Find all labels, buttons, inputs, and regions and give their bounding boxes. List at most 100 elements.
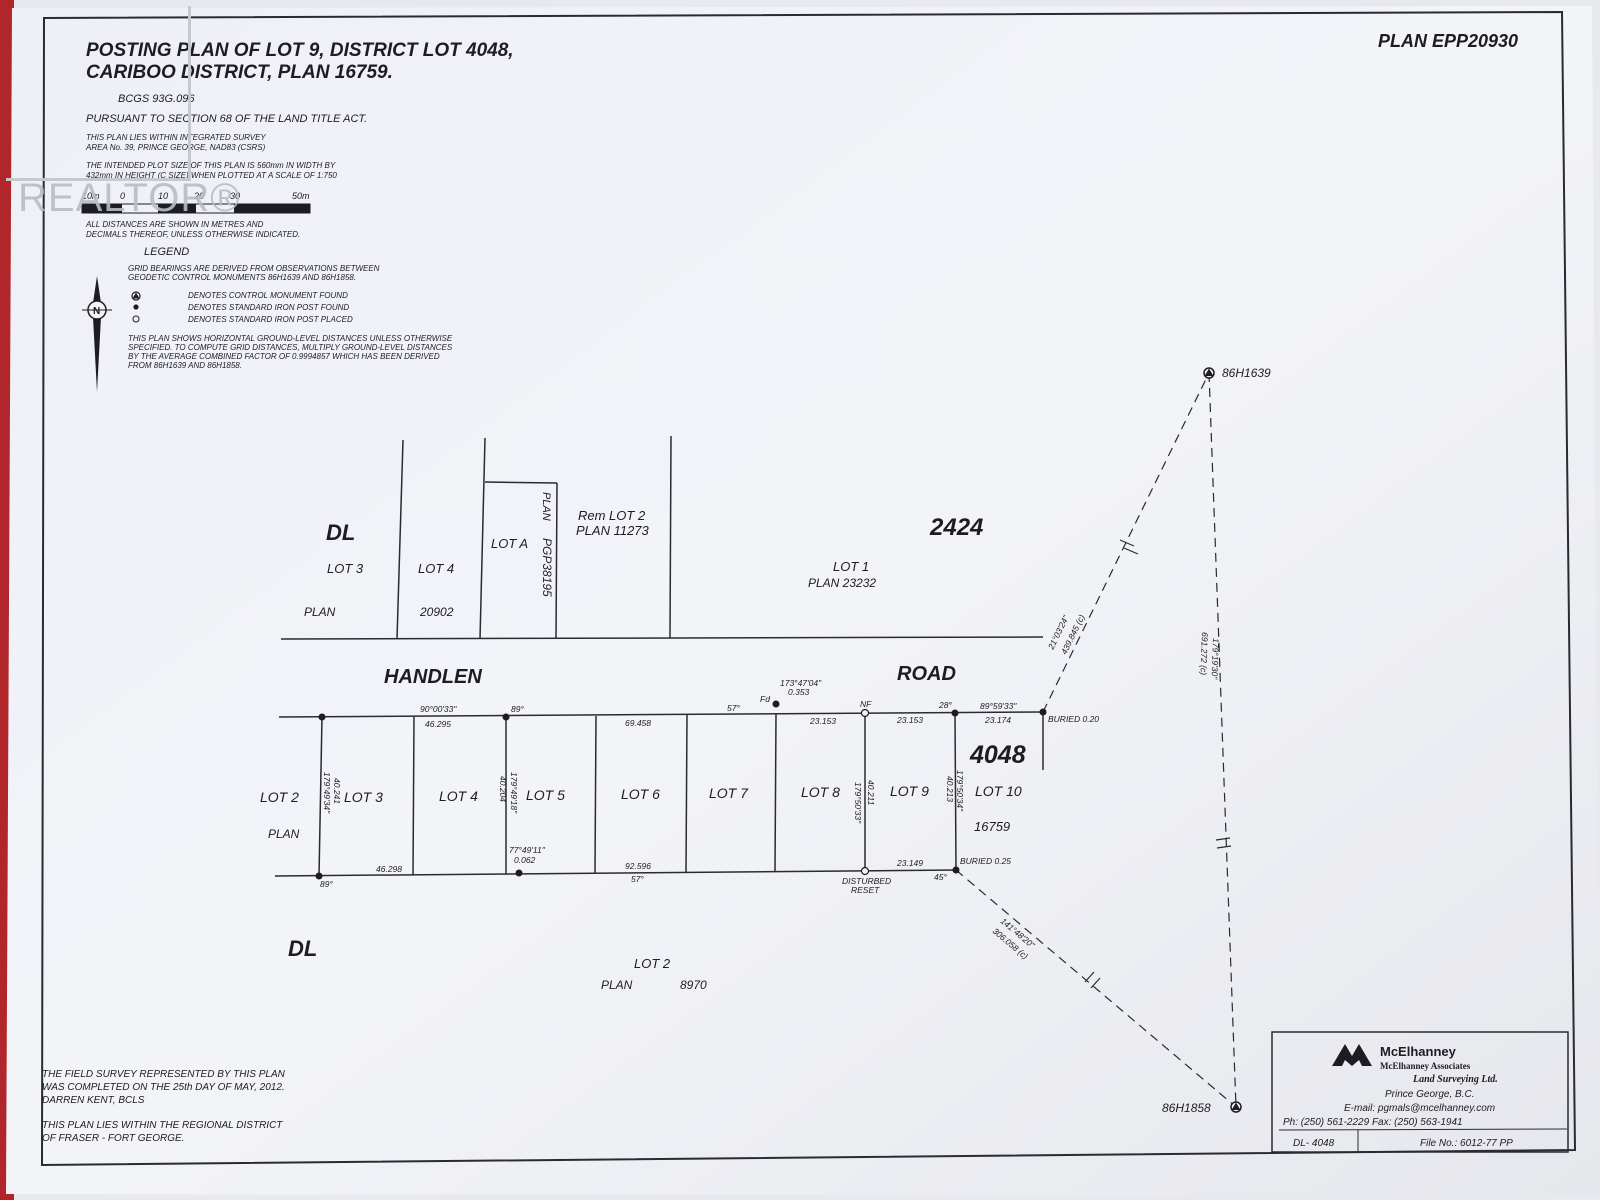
parcel-label: LOT 1 bbox=[833, 559, 869, 574]
plan-border bbox=[40, 10, 1577, 1167]
iron-post-found-icon bbox=[133, 304, 139, 310]
integrated-survey-note-2: AREA No. 39, PRINCE GEORGE, NAD83 (CSRS) bbox=[85, 143, 266, 152]
dimension: 23.149 bbox=[896, 858, 923, 868]
survey-note-1: THE FIELD SURVEY REPRESENTED BY THIS PLA… bbox=[42, 1069, 286, 1080]
parcel-label: PLAN 23232 bbox=[808, 576, 876, 590]
lot-label: LOT 3 bbox=[344, 789, 383, 805]
dimension: 69.458 bbox=[625, 718, 651, 728]
lot-label: LOT 5 bbox=[526, 787, 565, 803]
pursuant-note: PURSUANT TO SECTION 68 OF THE LAND TITLE… bbox=[86, 113, 367, 125]
dimension: 57° bbox=[727, 703, 740, 713]
dimension: 89° bbox=[511, 704, 524, 714]
lot-label: LOT 9 bbox=[890, 783, 929, 799]
lot-label: LOT 7 bbox=[709, 785, 749, 801]
realtor-watermark: REALTOR® bbox=[18, 176, 241, 220]
parcel-label: LOT 3 bbox=[327, 561, 364, 576]
dimension: 179°19'30" bbox=[1210, 638, 1221, 680]
plan-title-line2: CARIBOO DISTRICT, PLAN 16759. bbox=[86, 62, 393, 83]
district-lot-label: DL bbox=[288, 936, 317, 961]
iron-post-placed-icon bbox=[860, 866, 870, 876]
distance-note-4: FROM 86H1639 AND 86H1858. bbox=[128, 361, 242, 370]
district-note-1: THIS PLAN LIES WITHIN THE REGIONAL DISTR… bbox=[42, 1120, 283, 1131]
dimension: 179°50'34" bbox=[955, 770, 965, 812]
iron-post-found-icon bbox=[502, 713, 510, 721]
lot-label: PLAN bbox=[268, 827, 300, 841]
parcel-label: LOT A bbox=[491, 536, 528, 551]
survey-note-2: WAS COMPLETED ON THE 25th DAY OF MAY, 20… bbox=[42, 1082, 285, 1093]
dimension: 28° bbox=[938, 700, 952, 710]
north-arrow-icon: N bbox=[82, 276, 112, 392]
monument-label-north: 86H1639 bbox=[1222, 366, 1271, 380]
parcel-label: PGP38195 bbox=[540, 538, 554, 597]
dimension: 89° bbox=[320, 879, 333, 889]
parcel-label: Rem LOT 2 bbox=[578, 508, 646, 523]
dimension: 0.353 bbox=[788, 687, 810, 697]
integrated-survey-note-1: THIS PLAN LIES WITHIN INTEGRATED SURVEY bbox=[86, 133, 266, 142]
scale-label: 0 bbox=[120, 191, 125, 201]
distances-note-1: ALL DISTANCES ARE SHOWN IN METRES AND bbox=[85, 220, 264, 229]
scale-label: 20 bbox=[193, 191, 204, 201]
district-lot-4048: 4048 bbox=[969, 741, 1026, 769]
lot-label: LOT 6 bbox=[621, 786, 660, 802]
dimension: 173°47'04" bbox=[780, 678, 822, 688]
plot-size-note-1: THE INTENDED PLOT SIZE OF THIS PLAN IS 5… bbox=[86, 161, 336, 170]
monument-label-south: 86H1858 bbox=[1162, 1101, 1211, 1115]
dimension: BURIED 0.20 bbox=[1048, 714, 1099, 724]
bearings-note-1: GRID BEARINGS ARE DERIVED FROM OBSERVATI… bbox=[128, 264, 380, 273]
dimension: Fd bbox=[760, 694, 770, 704]
company-associates: McElhanney Associates bbox=[1380, 1061, 1471, 1071]
iron-post-placed-icon bbox=[132, 315, 140, 323]
dimension: 46.295 bbox=[425, 719, 451, 729]
control-monument-icon bbox=[131, 291, 141, 301]
iron-post-placed-icon bbox=[860, 708, 870, 718]
dimension: 46.298 bbox=[376, 864, 402, 874]
parcel-label: PLAN bbox=[601, 978, 633, 992]
road-name-road: ROAD bbox=[897, 663, 956, 685]
title-block-dl: DL- 4048 bbox=[1293, 1138, 1335, 1149]
scale-label: 30 bbox=[230, 191, 240, 201]
scale-bar: 10m 0 10 20 30 50m bbox=[81, 191, 311, 214]
dimension: 23.174 bbox=[984, 715, 1011, 725]
company-city: Prince George, B.C. bbox=[1385, 1089, 1474, 1100]
iron-post-found-icon bbox=[772, 700, 780, 708]
control-monument-icon bbox=[1203, 367, 1215, 379]
iron-post-found-icon bbox=[952, 866, 960, 874]
bcgs-label: BCGS 93G.096 bbox=[118, 93, 195, 105]
parcel-label: PLAN bbox=[304, 605, 336, 619]
north-label: N bbox=[93, 306, 100, 317]
dimension: 179°50'33" bbox=[853, 782, 863, 824]
parcel-label: LOT 2 bbox=[634, 956, 671, 971]
dimension: 23.153 bbox=[896, 715, 923, 725]
parcel-label: LOT 4 bbox=[418, 561, 454, 576]
dimension: 77°49'11" bbox=[509, 845, 546, 855]
scale-label: 10 bbox=[158, 191, 168, 201]
plan-number: PLAN EPP20930 bbox=[1378, 31, 1518, 51]
plan-title-line1: POSTING PLAN OF LOT 9, DISTRICT LOT 4048… bbox=[86, 40, 514, 61]
parcel-lines bbox=[274, 435, 1044, 877]
mcelhanney-logo-icon bbox=[1332, 1044, 1372, 1066]
distance-note-1: THIS PLAN SHOWS HORIZONTAL GROUND-LEVEL … bbox=[128, 334, 453, 343]
company-phone: Ph: (250) 561-2229 Fax: (250) 563-1941 bbox=[1283, 1117, 1463, 1128]
iron-post-found-icon bbox=[315, 872, 323, 880]
dimension: 179°49'18" bbox=[509, 772, 519, 814]
post-markers bbox=[315, 700, 1047, 880]
distance-note-2: SPECIFIED. TO COMPUTE GRID DISTANCES, MU… bbox=[128, 343, 453, 352]
dimension: BURIED 0.25 bbox=[960, 856, 1011, 866]
distances-note-2: DECIMALS THEREOF, UNLESS OTHERWISE INDIC… bbox=[86, 230, 300, 239]
legend-item-label: DENOTES STANDARD IRON POST FOUND bbox=[188, 303, 349, 312]
dimension: NF bbox=[860, 699, 872, 709]
iron-post-found-icon bbox=[515, 869, 523, 877]
survey-note-3: DARREN KENT, BCLS bbox=[42, 1095, 145, 1106]
dimension: 0.062 bbox=[514, 855, 536, 865]
legend-item-label: DENOTES STANDARD IRON POST PLACED bbox=[188, 315, 353, 324]
district-lot-label: DL bbox=[326, 520, 355, 545]
dimension: 90°00'33" bbox=[420, 704, 457, 714]
plot-size-note-2: 432mm IN HEIGHT (C SIZE) WHEN PLOTTED AT… bbox=[86, 171, 337, 180]
iron-post-found-icon bbox=[1039, 708, 1047, 716]
watermark-frame bbox=[6, 6, 191, 181]
company-division: Land Surveying Ltd. bbox=[1412, 1074, 1498, 1085]
dimension: 691.272 (c) bbox=[1198, 632, 1210, 675]
lot-label: LOT 8 bbox=[801, 784, 840, 800]
